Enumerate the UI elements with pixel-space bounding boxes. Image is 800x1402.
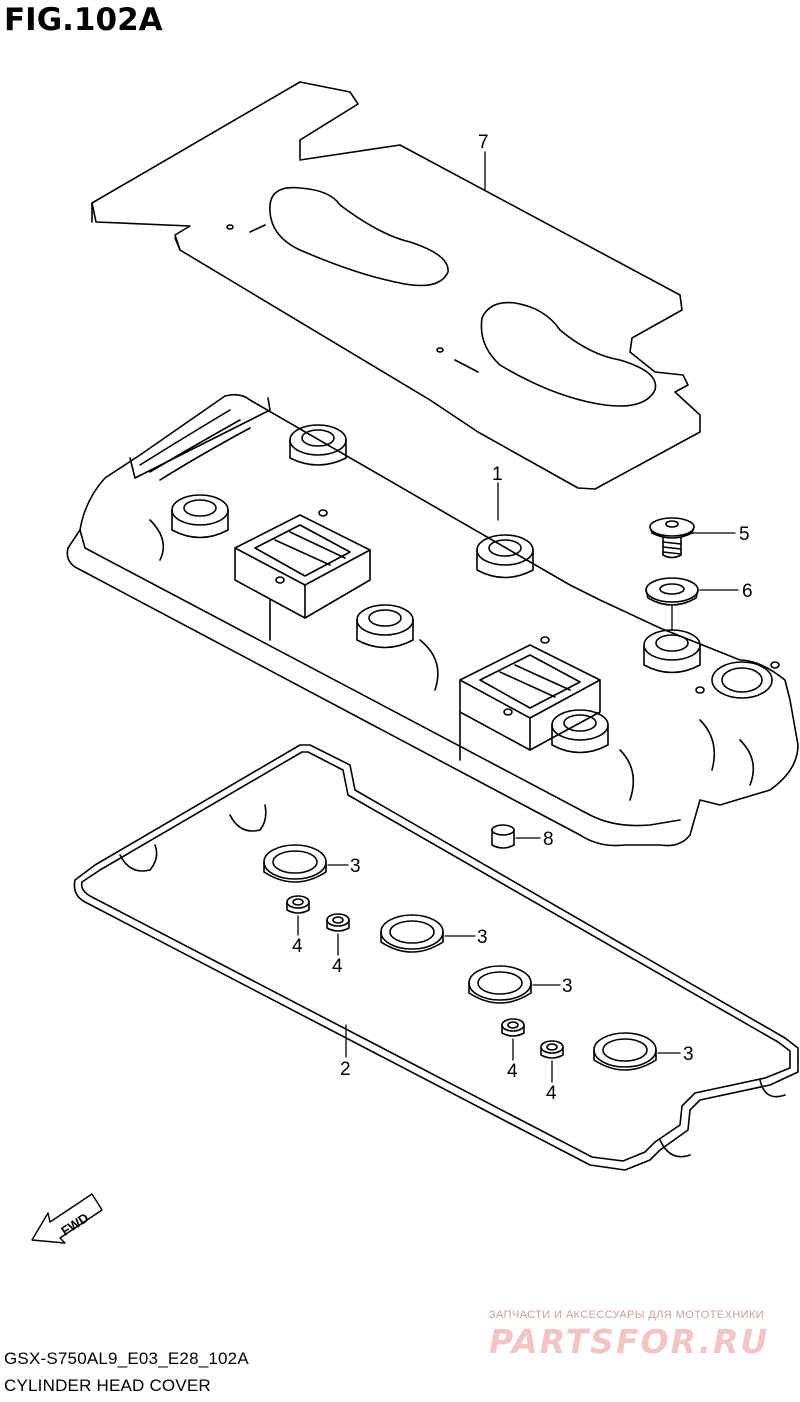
callout-4-d: 4: [546, 1083, 557, 1104]
part-7-plate: [91, 81, 701, 490]
fwd-label: FWD: [58, 1210, 91, 1239]
part-5-bolt: [649, 517, 695, 559]
callout-3-a: 3: [350, 856, 361, 877]
callout-7: 7: [478, 132, 489, 153]
part-4-grommet-c: [501, 1018, 525, 1037]
figure-title: FIG.102A: [4, 2, 163, 38]
leader-lines: [297, 151, 739, 1083]
callout-3-b: 3: [477, 927, 488, 948]
watermark-logo: PARTSFOR.RU: [489, 1322, 770, 1361]
part-3-seal-d: [593, 1032, 657, 1071]
callout-1: 1: [492, 464, 503, 485]
part-1-cover: [66, 393, 799, 847]
part-3-seal-b: [380, 914, 444, 953]
callout-5: 5: [739, 524, 750, 545]
callout-8: 8: [543, 829, 554, 850]
part-8-dowel: [491, 824, 515, 849]
watermark-tagline: ЗАПЧАСТИ И АКСЕССУАРЫ ДЛЯ МОТОТЕХНИКИ: [489, 1309, 765, 1321]
callout-4-c: 4: [507, 1061, 518, 1082]
figure-code: GSX-S750AL9_E03_E28_102A: [4, 1349, 249, 1368]
part-3-seal-c: [468, 965, 532, 1004]
callout-6: 6: [742, 581, 753, 602]
part-2-gasket: [73, 744, 799, 1171]
fwd-arrow: [31, 1193, 103, 1244]
callout-4-b: 4: [332, 956, 343, 977]
callout-2: 2: [340, 1059, 351, 1080]
callout-3-c: 3: [562, 976, 573, 997]
part-4-grommet-a: [286, 895, 310, 914]
callout-3-d: 3: [683, 1044, 694, 1065]
part-3-seal-a: [263, 844, 327, 883]
callout-4-a: 4: [292, 936, 303, 957]
part-4-grommet-d: [540, 1040, 564, 1059]
figure-name: CYLINDER HEAD COVER: [4, 1376, 211, 1395]
part-6-washer: [645, 577, 699, 606]
part-4-grommet-b: [326, 913, 350, 932]
